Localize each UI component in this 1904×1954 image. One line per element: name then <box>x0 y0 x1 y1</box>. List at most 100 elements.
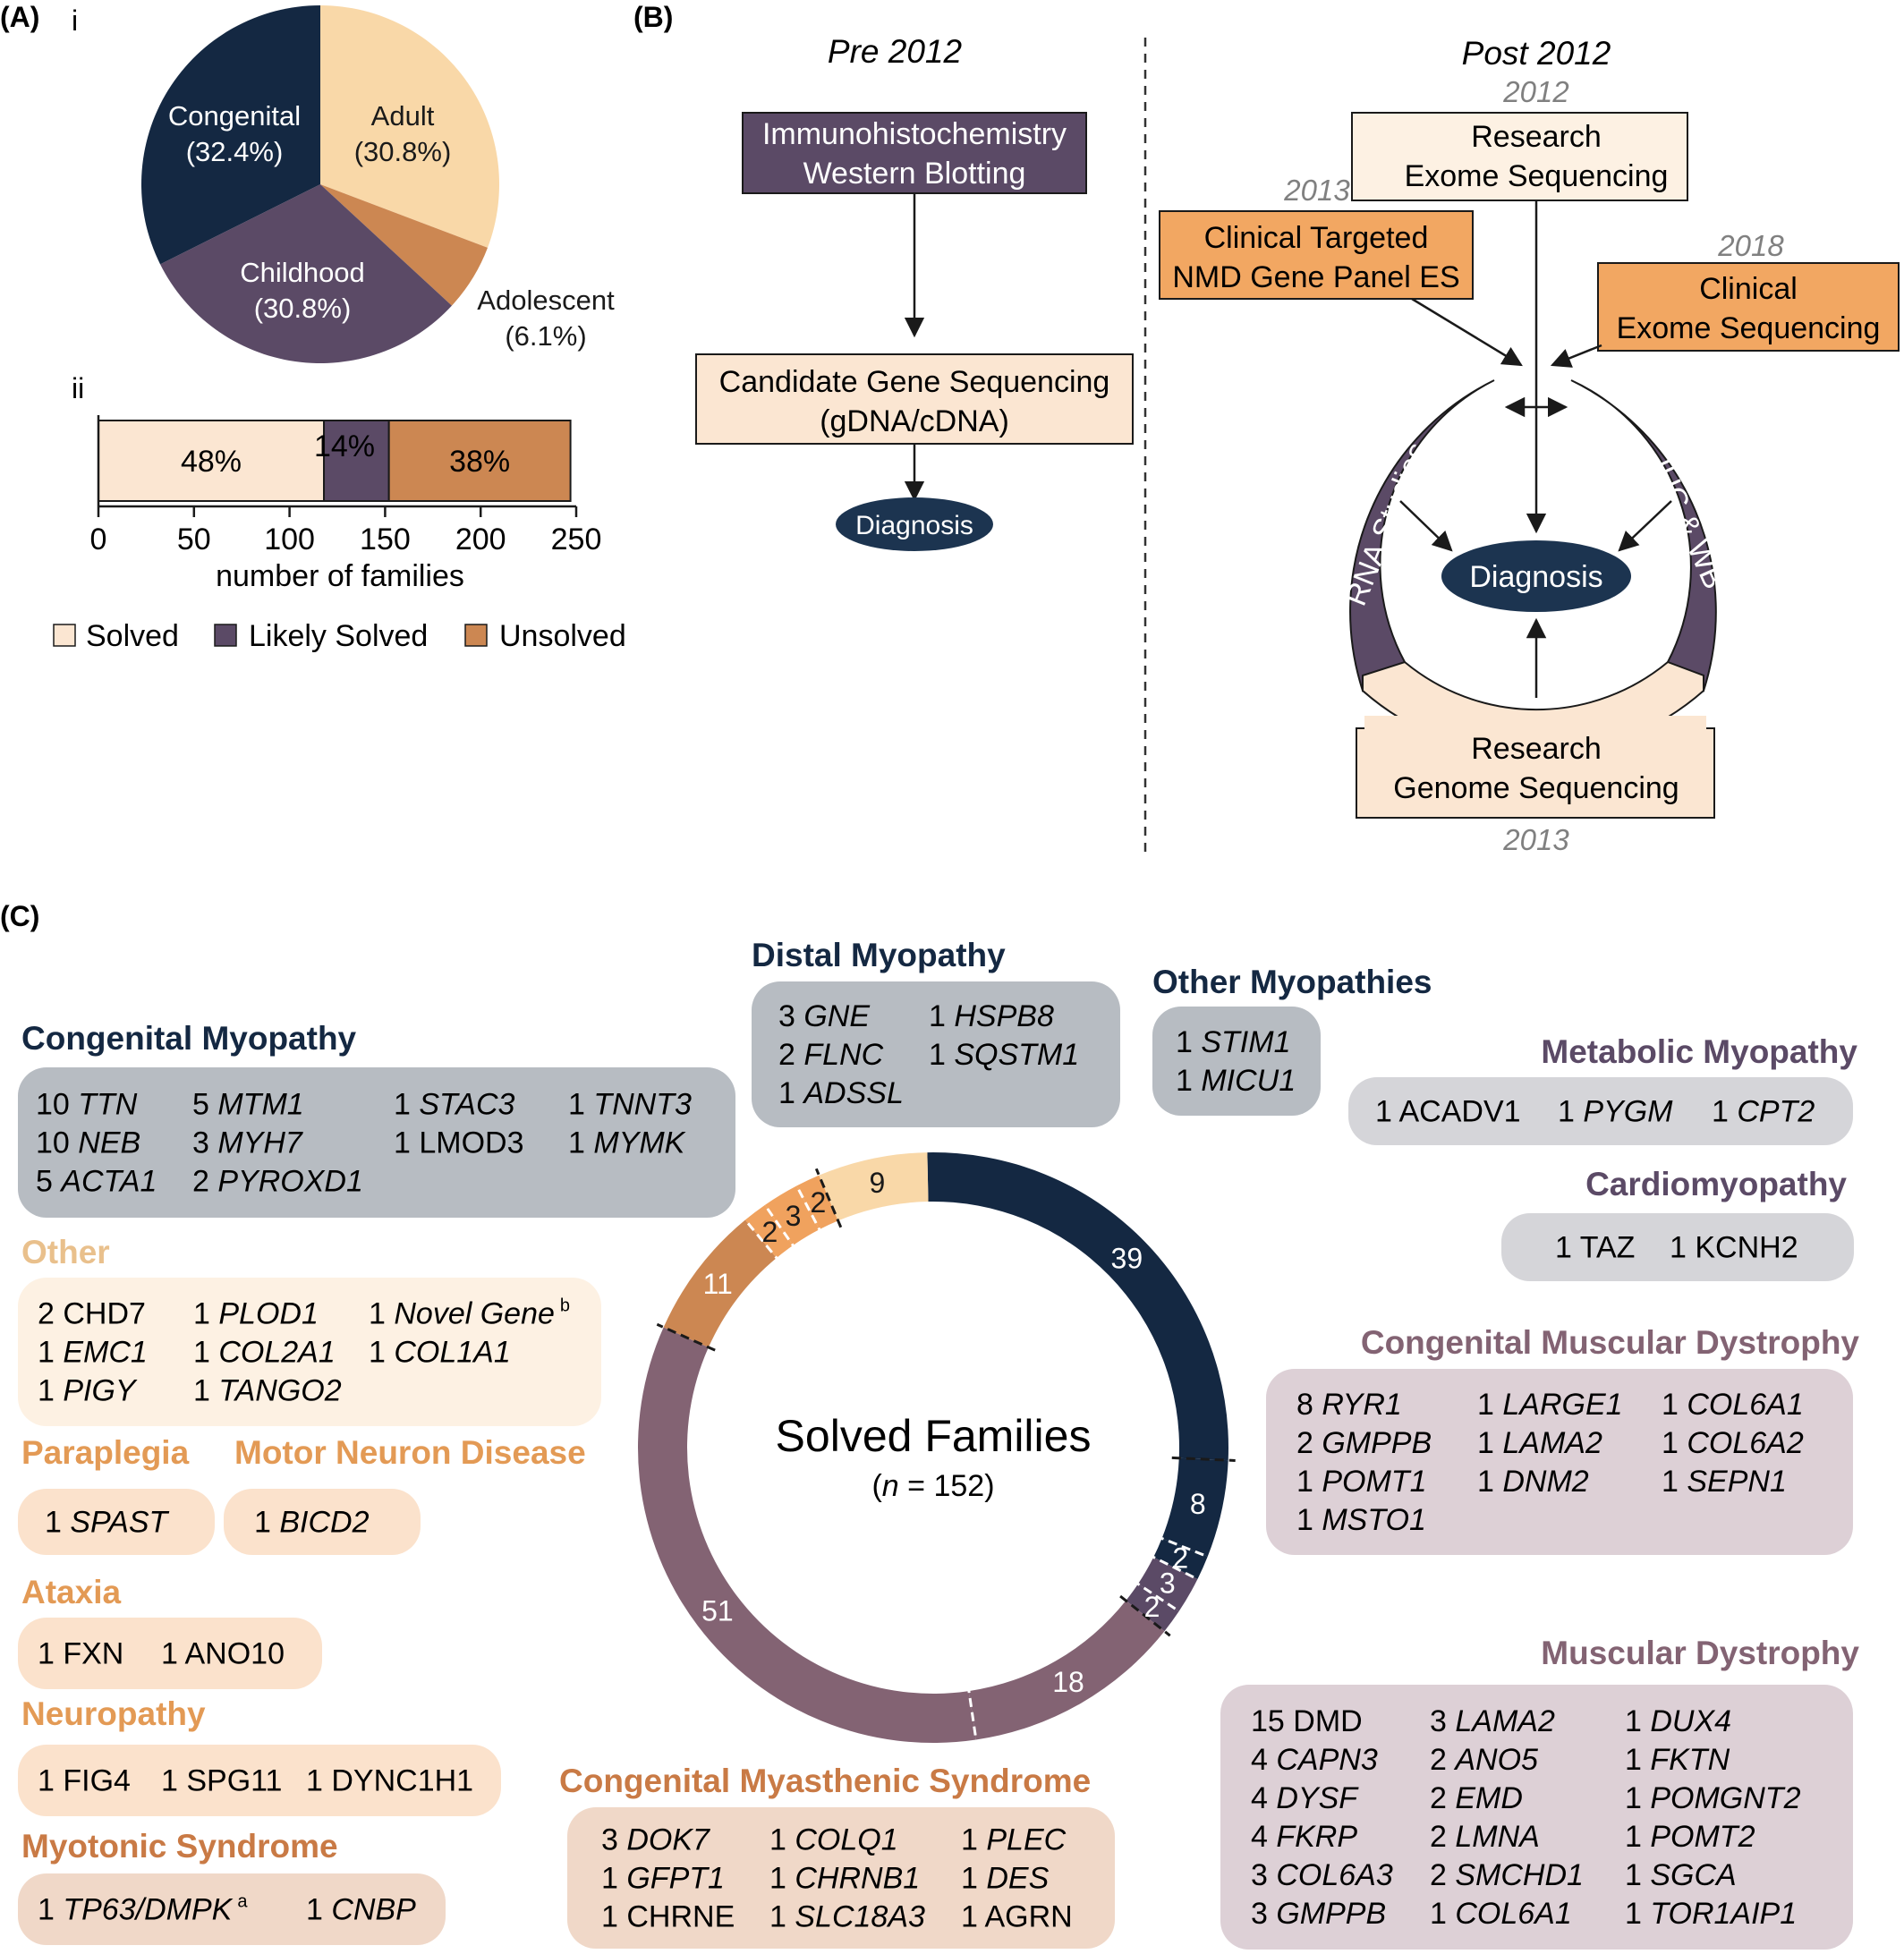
gene-entry: 3 LAMA2 <box>1430 1704 1555 1738</box>
year-research-exome: 2012 <box>1502 75 1568 108</box>
gene-entry: 5 ACTA1 <box>36 1165 157 1199</box>
donut-segment-neuropathy <box>744 1204 794 1258</box>
gene-entry: 2 GMPPB <box>1296 1426 1432 1460</box>
gene-entry: 1 CHRNE <box>601 1900 735 1934</box>
gene-entry: 1 SGCA <box>1625 1858 1737 1892</box>
targeted-panel-line1: Clinical Targeted <box>1204 221 1429 255</box>
genome-line2: Genome Sequencing <box>1393 771 1679 805</box>
group-title: Distal Myopathy <box>752 937 1006 973</box>
genome-line1: Research <box>1471 732 1602 766</box>
bar-tick-label: 100 <box>264 522 315 556</box>
gene-entry: 1 FXN <box>38 1637 123 1671</box>
gene-entry: 1 LAMA2 <box>1477 1426 1602 1460</box>
gene-entry: 3 GMPPB <box>1251 1897 1386 1931</box>
donut-separator <box>814 1168 843 1228</box>
legend-label-likely-solved: Likely Solved <box>249 619 428 653</box>
gene-entry: 1 STIM1 <box>1176 1025 1290 1059</box>
gene-entry: 1 CHRNB1 <box>769 1862 920 1896</box>
donut-label-muscular-dystrophy: 51 <box>701 1595 734 1627</box>
gene-entry: 1 MICU1 <box>1176 1064 1296 1098</box>
gene-entry: 2 CHD7 <box>38 1297 146 1331</box>
pie-slice-adult <box>320 5 499 248</box>
group-box <box>18 1873 446 1945</box>
group-box <box>1501 1213 1854 1281</box>
diagnosis-post-label: Diagnosis <box>1469 560 1602 594</box>
bar-label-solved: 48% <box>181 445 242 479</box>
donut-label-congenital-myasthenic-syndrome: 11 <box>703 1268 733 1300</box>
bar-label-unsolved: 38% <box>449 445 510 479</box>
group-box <box>1348 1077 1853 1145</box>
genome-box <box>1356 727 1715 819</box>
gene-entry: 1 TNNT3 <box>568 1088 692 1122</box>
gene-entry: 1 FKTN <box>1625 1743 1730 1777</box>
group-box <box>18 1618 322 1689</box>
gene-entry: 8 RYR1 <box>1296 1388 1402 1422</box>
legend-swatch-solved <box>53 624 76 647</box>
donut-segment-metabolic-myopathy <box>1137 1557 1198 1611</box>
gene-entry: 1 POMGNT2 <box>1625 1781 1801 1815</box>
gene-entry: 1 STAC3 <box>394 1088 515 1122</box>
gene-entry: 1 COL6A1 <box>1430 1897 1572 1931</box>
donut-label-ataxia: 3 <box>786 1200 802 1232</box>
pie-label-congenital: Congenital <box>168 100 301 132</box>
gene-entry: 2 EMD <box>1430 1781 1523 1815</box>
donut-center-title: Solved Families <box>776 1411 1092 1461</box>
group-title: Paraplegia <box>21 1434 190 1471</box>
gene-entry: 1 POMT2 <box>1625 1820 1755 1854</box>
donut-separator <box>739 1213 783 1265</box>
gene-entry: 1 TOR1AIP1 <box>1625 1897 1797 1931</box>
donut-separator <box>966 1683 979 1747</box>
donut-segment-paraplegia-motor-neuron-disease <box>796 1175 838 1230</box>
panel-a-label: (A) <box>0 1 39 33</box>
gene-entry: 1 AGRN <box>961 1900 1073 1934</box>
research-exome-box <box>1351 112 1688 201</box>
pie-label-adolescent: Adolescent <box>477 285 615 316</box>
gene-entry: 1 TAZ <box>1555 1231 1635 1265</box>
gene-entry: 1 LARGE1 <box>1477 1388 1623 1422</box>
donut-label-paraplegia-motor-neuron-disease: 2 <box>811 1186 827 1219</box>
donut-separator <box>1146 1552 1205 1584</box>
group-box <box>1266 1369 1853 1555</box>
gene-entry: 4 CAPN3 <box>1251 1743 1378 1777</box>
group-congenital-muscular-dystrophy: Congenital Muscular Dystrophy 8 RYR1 1 LAR… <box>1266 1324 1859 1555</box>
gene-entry: 1 MSTO1 <box>1296 1503 1426 1537</box>
gene-entry: 1 ADSSL <box>778 1076 904 1110</box>
gene-entry: 1 HSPB8 <box>929 999 1054 1033</box>
rna-studies-label: RNA Studies <box>1339 438 1434 610</box>
group-other-myopathies: Other Myopathies 1 STIM1 1 MICU1 <box>1152 964 1432 1116</box>
pre-2012-title: Pre 2012 <box>828 33 963 70</box>
group-title: Other Myopathies <box>1152 964 1432 1000</box>
year-genome: 2013 <box>1502 823 1569 856</box>
donut-label-distal-myopathy: 8 <box>1190 1488 1206 1520</box>
gene-entry: 1 CPT2 <box>1712 1095 1815 1129</box>
donut-separator <box>656 1322 716 1352</box>
donut-segment-congenital-myopathy <box>927 1152 1229 1461</box>
bar-tick-label: 0 <box>90 522 107 556</box>
donut-separator <box>1119 1594 1171 1637</box>
gene-entry: 1 PLEC <box>961 1823 1067 1857</box>
diagnosis-post-ellipse <box>1441 540 1631 612</box>
donut-segment-ataxia <box>764 1185 820 1246</box>
group-title: Metabolic Myopathy <box>1541 1033 1857 1070</box>
arrow-targeted-in <box>1411 297 1523 367</box>
gene-entry: 10 NEB <box>36 1126 140 1160</box>
gene-entry: 1 POMT1 <box>1296 1465 1426 1499</box>
donut-segment-other-myopathies <box>1153 1538 1208 1580</box>
pie-labels: Congenital (32.4%) Adult (30.8%) Childho… <box>168 100 615 352</box>
panel-b-label: (B) <box>633 1 673 33</box>
gene-entry: 15 DMD <box>1251 1704 1363 1738</box>
group-box <box>18 1489 215 1555</box>
gene-entry: 1 MYMK <box>568 1126 686 1160</box>
arrow-ihc-wb-to-diagnosis <box>1618 500 1672 552</box>
panel-a-sub-i: i <box>72 4 78 37</box>
gene-entry: 2 PYROXD1 <box>192 1165 363 1199</box>
group-title: Congenital Muscular Dystrophy <box>1361 1324 1860 1361</box>
